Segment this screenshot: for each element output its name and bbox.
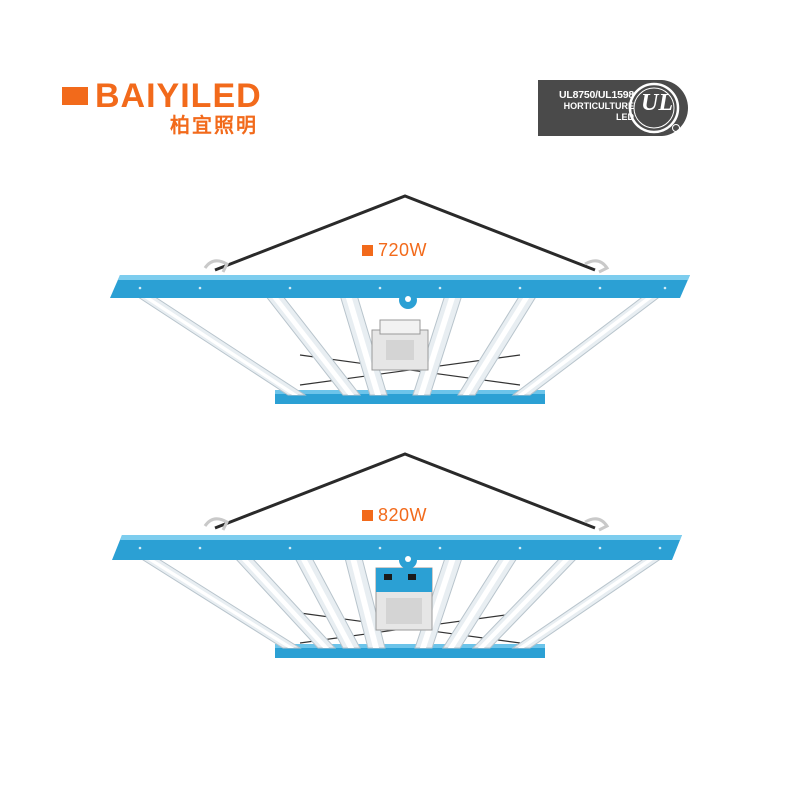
brand-mark-square xyxy=(62,87,88,105)
ul-certification-badge xyxy=(538,80,688,136)
ul-mark: UL xyxy=(641,90,673,116)
ul-certification-text: UL8750/UL1598 HORTICULTURE LED xyxy=(544,90,634,123)
product-820w: 820W xyxy=(0,448,800,668)
grow-light-720w-illustration xyxy=(110,194,690,404)
wattage-label-720w: 720W xyxy=(362,240,427,261)
brand-logo: BAIYILED 柏宜照明 xyxy=(62,78,272,138)
product-720w: 720W xyxy=(0,190,800,420)
brand-name: BAIYILED xyxy=(95,77,262,115)
ul-category-text: HORTICULTURE xyxy=(563,101,634,111)
grow-light-820w-illustration xyxy=(112,452,682,658)
ul-led-text: LED xyxy=(616,112,634,122)
wattage-bullet xyxy=(362,510,373,521)
wattage-label-820w: 820W xyxy=(362,505,427,526)
wattage-text: 820W xyxy=(378,505,428,525)
wattage-bullet xyxy=(362,245,373,256)
brand-chinese-name: 柏宜照明 xyxy=(170,113,258,137)
ul-standard-text: UL8750/UL1598 xyxy=(558,89,634,101)
wattage-text: 720W xyxy=(378,240,428,260)
